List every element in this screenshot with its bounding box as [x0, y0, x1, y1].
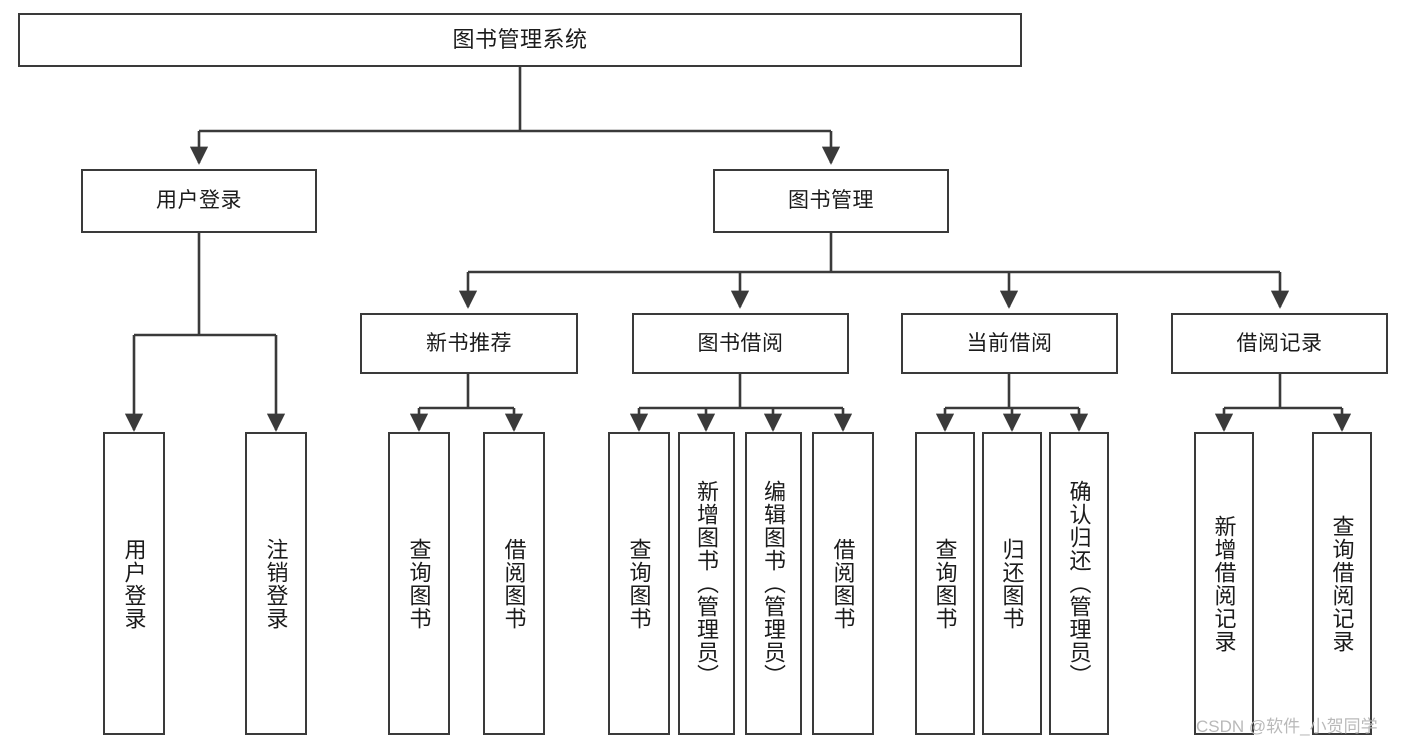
- node-label: 当前借阅: [966, 331, 1053, 355]
- node-label: 归还图书: [999, 537, 1025, 630]
- leaf-borrow-book[interactable]: 借阅图书: [812, 432, 874, 735]
- node-label: 用户登录: [156, 189, 242, 213]
- node-label: 新增借阅记录: [1211, 514, 1237, 653]
- leaf-edit-book-admin[interactable]: 编辑图书（管理员）: [745, 432, 802, 735]
- node-label: 借阅图书: [501, 537, 527, 630]
- node-label: 查询图书: [932, 537, 958, 630]
- leaf-return-book[interactable]: 归还图书: [982, 432, 1042, 735]
- node-label: 查询借阅记录: [1329, 514, 1355, 653]
- node-label: 借阅记录: [1236, 331, 1323, 355]
- node-label: 借阅图书: [830, 537, 856, 630]
- node-label: 图书借阅: [697, 331, 784, 355]
- node-book-management[interactable]: 图书管理: [713, 169, 949, 233]
- leaf-query-book-current[interactable]: 查询图书: [915, 432, 975, 735]
- leaf-query-borrow-record[interactable]: 查询借阅记录: [1312, 432, 1372, 735]
- leaf-add-book-admin[interactable]: 新增图书（管理员）: [678, 432, 735, 735]
- node-current-borrow[interactable]: 当前借阅: [901, 313, 1118, 374]
- leaf-confirm-return-admin[interactable]: 确认归还（管理员）: [1049, 432, 1109, 735]
- leaf-add-borrow-record[interactable]: 新增借阅记录: [1194, 432, 1254, 735]
- node-user-login[interactable]: 用户登录: [81, 169, 317, 233]
- node-label: 注销登录: [263, 537, 289, 630]
- node-borrow-record[interactable]: 借阅记录: [1171, 313, 1388, 374]
- leaf-user-login[interactable]: 用户登录: [103, 432, 165, 735]
- watermark-text: CSDN @软件_小贺同学: [1196, 717, 1378, 736]
- node-label: 新书推荐: [426, 331, 512, 355]
- node-root-system[interactable]: 图书管理系统: [18, 13, 1022, 67]
- node-label: 编辑图书（管理员）: [761, 480, 787, 687]
- leaf-user-logout[interactable]: 注销登录: [245, 432, 307, 735]
- node-label: 查询图书: [626, 537, 652, 630]
- leaf-query-book-borrow[interactable]: 查询图书: [608, 432, 670, 735]
- node-label: 用户登录: [121, 537, 147, 630]
- node-label: 图书管理系统: [452, 26, 588, 52]
- node-label: 查询图书: [406, 537, 432, 630]
- node-label: 图书管理: [788, 189, 874, 213]
- node-label: 新增图书（管理员）: [694, 480, 720, 687]
- node-book-borrow[interactable]: 图书借阅: [632, 313, 849, 374]
- node-new-book-recommend[interactable]: 新书推荐: [360, 313, 578, 374]
- leaf-borrow-book-recommend[interactable]: 借阅图书: [483, 432, 545, 735]
- leaf-query-book-recommend[interactable]: 查询图书: [388, 432, 450, 735]
- node-label: 确认归还（管理员）: [1066, 480, 1092, 687]
